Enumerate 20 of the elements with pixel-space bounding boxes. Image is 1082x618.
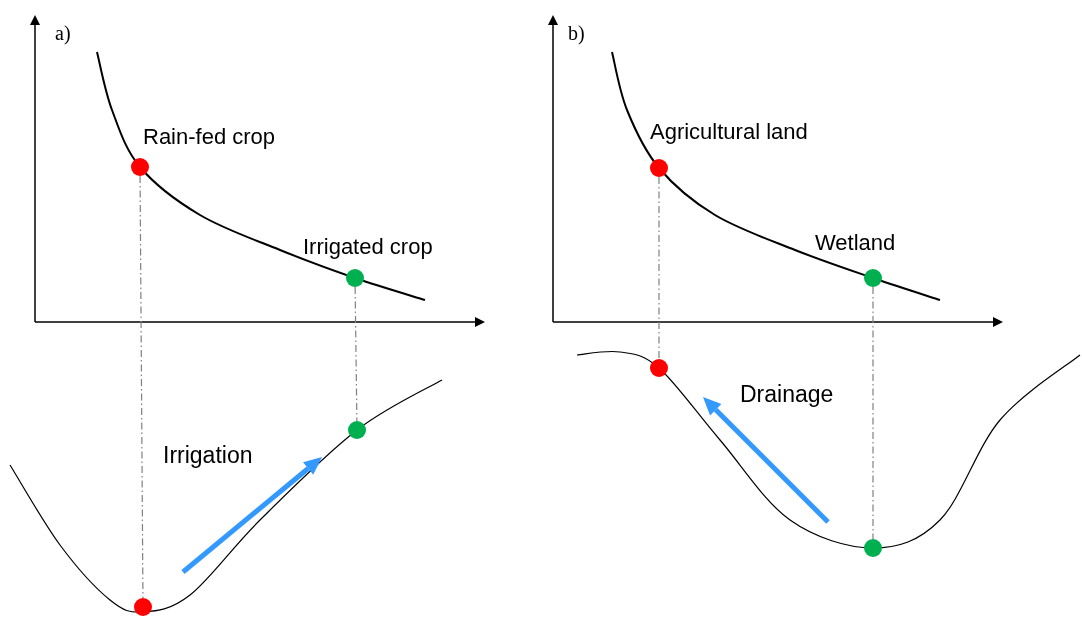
data-point [864, 269, 882, 287]
data-point [348, 421, 366, 439]
data-point [346, 269, 364, 287]
point-label: Wetland [815, 230, 896, 256]
data-point [864, 539, 882, 557]
projection-line [354, 286, 358, 422]
process-label: Drainage [740, 381, 834, 408]
panel-label: b) [568, 22, 585, 45]
panel-label: a) [55, 22, 71, 45]
projection-line [872, 286, 874, 540]
projection-line [139, 175, 144, 599]
data-point [650, 359, 668, 377]
data-point [650, 159, 668, 177]
point-label: Rain-fed crop [143, 124, 276, 150]
process-label: Irrigation [163, 442, 253, 469]
data-point [131, 158, 149, 176]
point-label: Agricultural land [650, 119, 808, 145]
projection-line [658, 176, 660, 360]
point-label: Irrigated crop [303, 234, 433, 260]
data-point [134, 598, 152, 616]
